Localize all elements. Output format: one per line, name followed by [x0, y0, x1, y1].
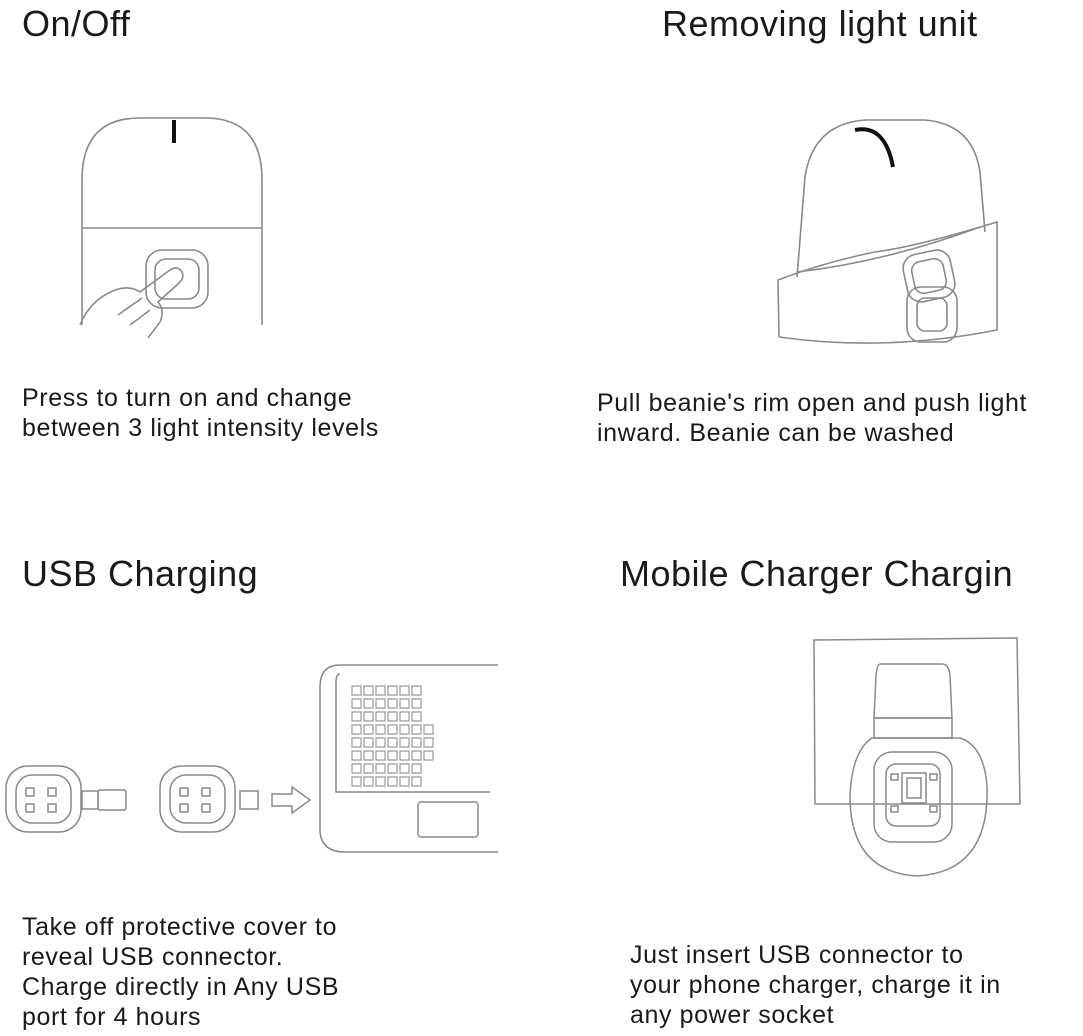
desc-line: inward. Beanie can be washed [597, 419, 955, 447]
light-button [146, 250, 208, 308]
light-unit [901, 248, 958, 305]
usb-slot [902, 773, 926, 803]
title-on-off: On/Off [22, 3, 131, 44]
mobile-charger-illustration [812, 636, 1024, 881]
pull-mark [855, 129, 893, 167]
wall-plate [814, 638, 1020, 804]
desc-line: Press to turn on and change [22, 384, 353, 412]
desc-line: Take off protective cover to [22, 913, 338, 941]
title-mobile-charger: Mobile Charger Chargin [620, 553, 1014, 594]
usb-connector [240, 791, 258, 809]
phone-charger [874, 664, 952, 718]
touchpad [418, 802, 478, 837]
title-removing-light-unit: Removing light unit [662, 3, 978, 44]
desc-line: port for 4 hours [22, 1003, 202, 1031]
desc-mobile-charger: Just insert USB connector to your phone … [630, 940, 1001, 1030]
desc-line: between 3 light intensity levels [22, 414, 379, 442]
light-unit-covered [6, 766, 81, 832]
beanie-outline [797, 120, 985, 277]
desc-line: your phone charger, charge it in [630, 971, 1001, 999]
usb-cover [82, 791, 98, 809]
desc-line: Just insert USB connector to [630, 941, 964, 969]
beanie-rim [778, 222, 997, 343]
beanie-removing-illustration [775, 112, 1005, 352]
title-usb-charging: USB Charging [22, 553, 259, 594]
beanie-press-illustration [70, 110, 280, 340]
light-unit [850, 738, 987, 876]
usb-charging-illustration [0, 662, 500, 857]
light-unit-uncovered [160, 766, 235, 832]
desc-line: reveal USB connector. [22, 943, 284, 971]
desc-line: Charge directly in Any USB [22, 973, 340, 1001]
hand-icon [80, 268, 183, 338]
laptop [320, 665, 498, 852]
light-unit-back [907, 287, 957, 342]
desc-line: any power socket [630, 1001, 835, 1029]
desc-usb-charging: Take off protective cover to reveal USB … [22, 912, 339, 1032]
keyboard-keys [352, 686, 433, 786]
desc-removing: Pull beanie's rim open and push light in… [597, 388, 1027, 448]
arrow-right-icon [272, 787, 310, 813]
desc-line: Pull beanie's rim open and push light [597, 389, 1028, 417]
beanie-outline [82, 118, 262, 325]
desc-on-off: Press to turn on and change between 3 li… [22, 383, 379, 443]
